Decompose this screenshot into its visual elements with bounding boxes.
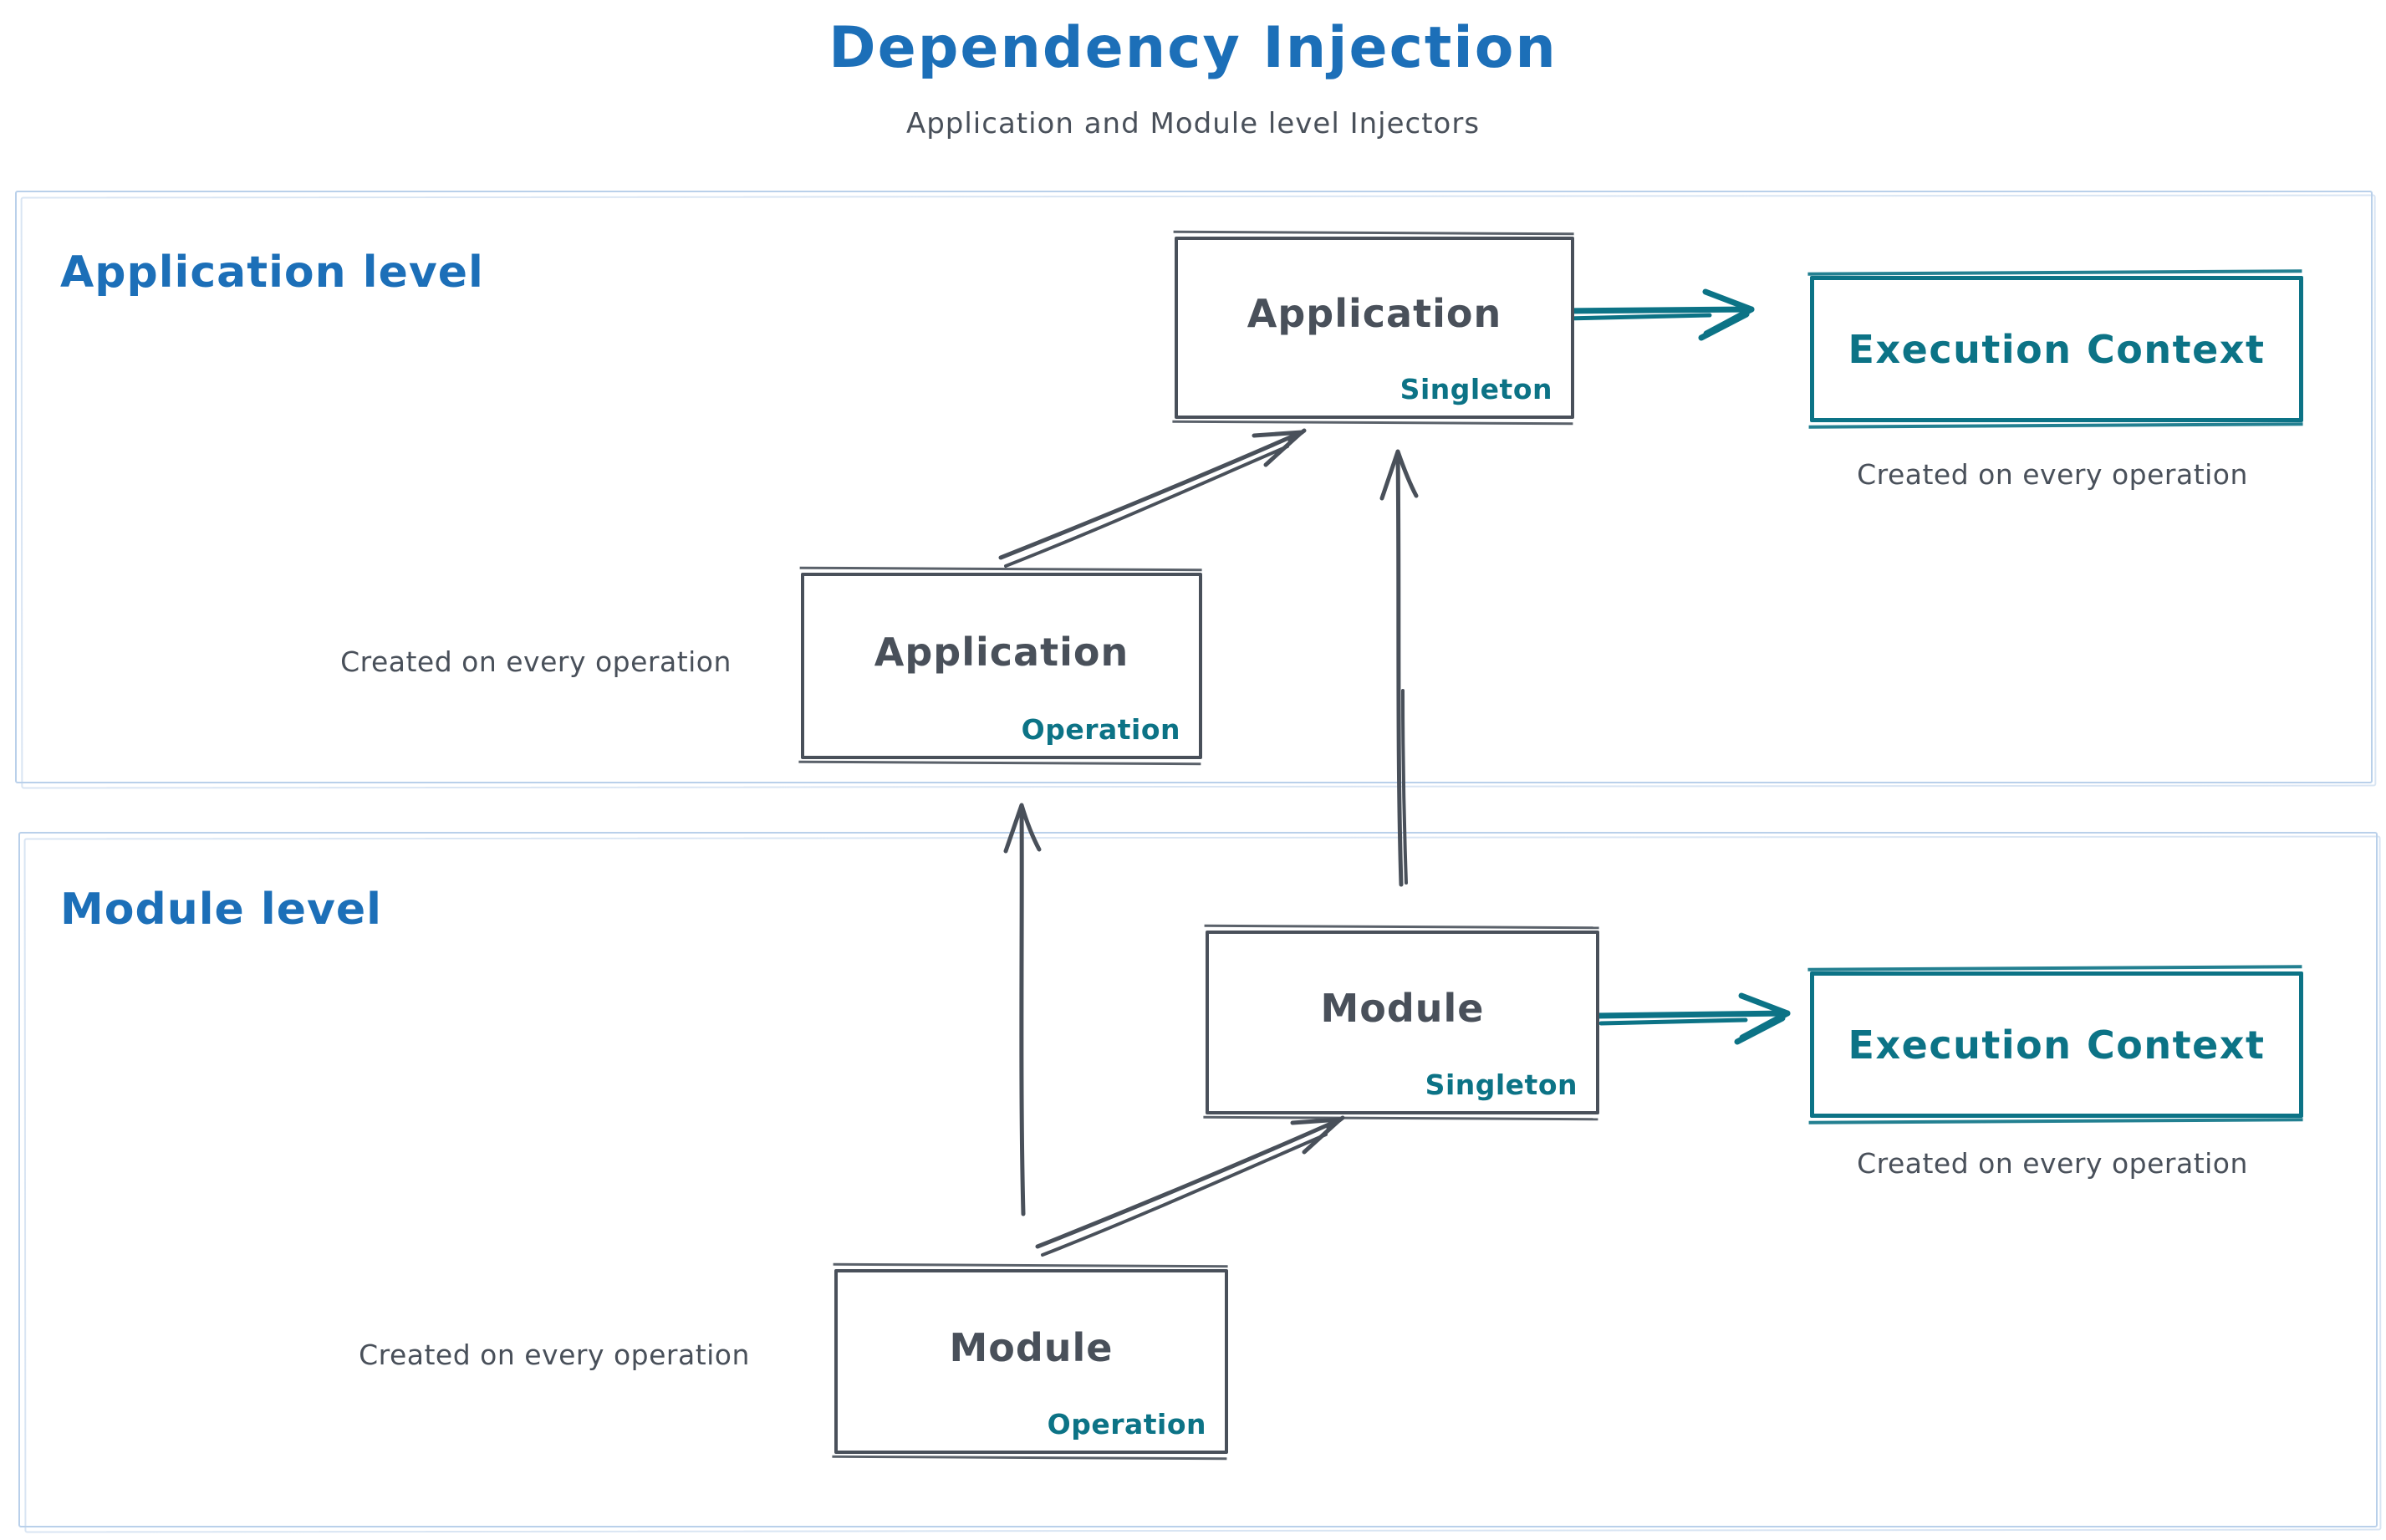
application-operation-caption: Created on every operation: [340, 645, 732, 678]
application-execution-context-box: Execution Context: [1810, 276, 2303, 422]
module-operation-name: Module: [949, 1324, 1114, 1370]
application-operation-tag: Operation: [1021, 713, 1180, 746]
page-title: Dependency Injection: [828, 15, 1558, 81]
application-singleton-box: Application Singleton: [1175, 237, 1574, 419]
module-execution-context-box: Execution Context: [1810, 971, 2303, 1118]
module-singleton-tag: Singleton: [1425, 1068, 1578, 1101]
application-operation-box: Application Operation: [801, 573, 1202, 759]
application-execution-context-label: Execution Context: [1848, 326, 2266, 372]
application-level-container: [15, 191, 2373, 783]
module-level-container: [18, 832, 2378, 1527]
module-operation-caption: Created on every operation: [359, 1339, 750, 1371]
application-singleton-name: Application: [1247, 291, 1502, 336]
application-singleton-tag: Singleton: [1399, 373, 1552, 405]
page-subtitle: Application and Module level Injectors: [905, 107, 1481, 140]
application-operation-name: Application: [874, 629, 1129, 675]
module-execution-context-label: Execution Context: [1848, 1022, 2266, 1068]
module-singleton-box: Module Singleton: [1206, 931, 1599, 1114]
module-singleton-name: Module: [1320, 986, 1485, 1031]
module-operation-box: Module Operation: [834, 1269, 1228, 1454]
module-execution-context-caption: Created on every operation: [1857, 1147, 2248, 1180]
application-execution-context-caption: Created on every operation: [1857, 458, 2248, 491]
module-level-label: Module level: [60, 885, 382, 935]
module-operation-tag: Operation: [1047, 1408, 1206, 1441]
application-level-label: Application level: [60, 247, 484, 298]
